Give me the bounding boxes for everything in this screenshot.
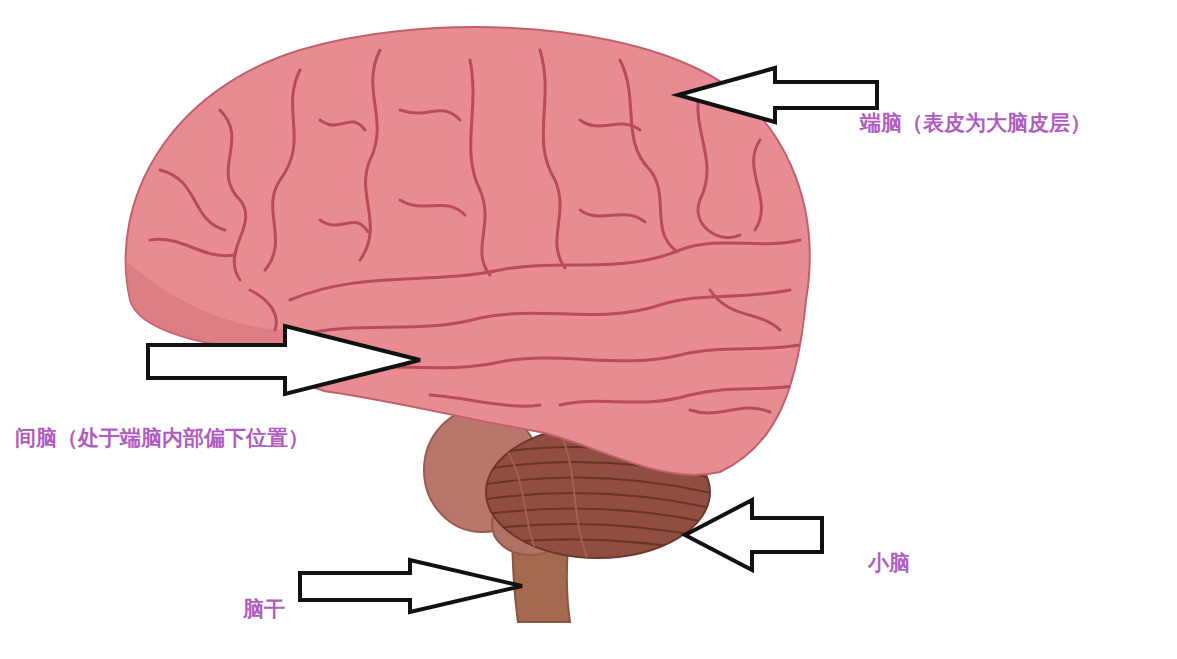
part-label: 脑干 bbox=[243, 597, 285, 622]
part-label: 间脑（处于端脑内部偏下位置） bbox=[15, 426, 309, 451]
hollow-arrow bbox=[685, 500, 822, 570]
hollow-arrow bbox=[300, 560, 522, 612]
hollow-arrow bbox=[678, 68, 877, 122]
cerebrum-gyri bbox=[120, 50, 800, 413]
part-label: 小脑 bbox=[868, 551, 910, 576]
hollow-arrow bbox=[148, 326, 420, 394]
part-label: 端脑（表皮为大脑皮层） bbox=[860, 111, 1091, 136]
pointer-arrows bbox=[148, 68, 877, 612]
